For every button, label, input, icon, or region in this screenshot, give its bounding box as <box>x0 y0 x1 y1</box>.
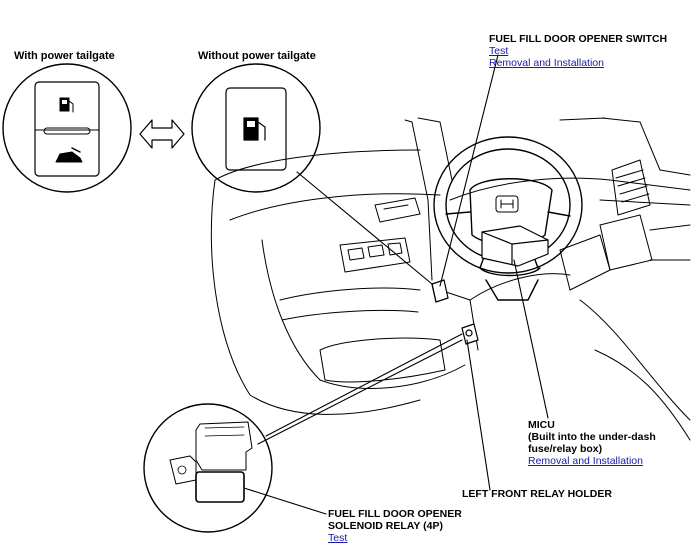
callout-solenoid-relay: FUEL FILL DOOR OPENER SOLENOID RELAY (4P… <box>328 508 462 544</box>
double-arrow-icon <box>139 119 185 149</box>
caption-with-power-tailgate: With power tailgate <box>14 50 115 62</box>
solenoid-relay-detail <box>143 403 273 533</box>
callout-title-line: FUEL FILL DOOR OPENER <box>328 508 462 520</box>
removal-installation-link[interactable]: Removal and Installation <box>528 455 643 467</box>
fuel-pump-icon <box>243 117 266 141</box>
callout-title: LEFT FRONT RELAY HOLDER <box>462 488 612 500</box>
callout-micu: MICU (Built into the under-dash fuse/rel… <box>528 419 656 467</box>
fuel-fill-door-switch-part <box>431 279 449 303</box>
removal-installation-link[interactable]: Removal and Installation <box>489 57 604 69</box>
callout-title-line: SOLENOID RELAY (4P) <box>328 520 443 532</box>
tailgate-vehicle-icon <box>55 147 83 163</box>
callout-title-line: fuse/relay box) <box>528 443 603 455</box>
micu-box <box>481 225 549 267</box>
vehicle-interior-illustration <box>210 117 691 441</box>
callout-title-line: MICU <box>528 419 555 431</box>
caption-without-power-tailgate: Without power tailgate <box>198 50 316 62</box>
leader-lines <box>243 54 549 515</box>
without-power-tailgate-detail <box>191 63 321 193</box>
relay-holder-part <box>461 323 479 345</box>
steering-wheel-icon <box>433 136 583 301</box>
honda-logo-icon <box>495 195 519 213</box>
callout-fuel-fill-door-opener-switch: FUEL FILL DOOR OPENER SWITCH Test Remova… <box>489 33 667 69</box>
fuel-pump-icon <box>59 97 74 113</box>
test-link[interactable]: Test <box>489 45 509 57</box>
callout-title-line: (Built into the under-dash <box>528 431 656 443</box>
callout-left-front-relay-holder: LEFT FRONT RELAY HOLDER <box>462 488 612 500</box>
test-link[interactable]: Test <box>328 532 348 544</box>
callout-title: FUEL FILL DOOR OPENER SWITCH <box>489 33 668 45</box>
with-power-tailgate-detail <box>2 63 132 193</box>
